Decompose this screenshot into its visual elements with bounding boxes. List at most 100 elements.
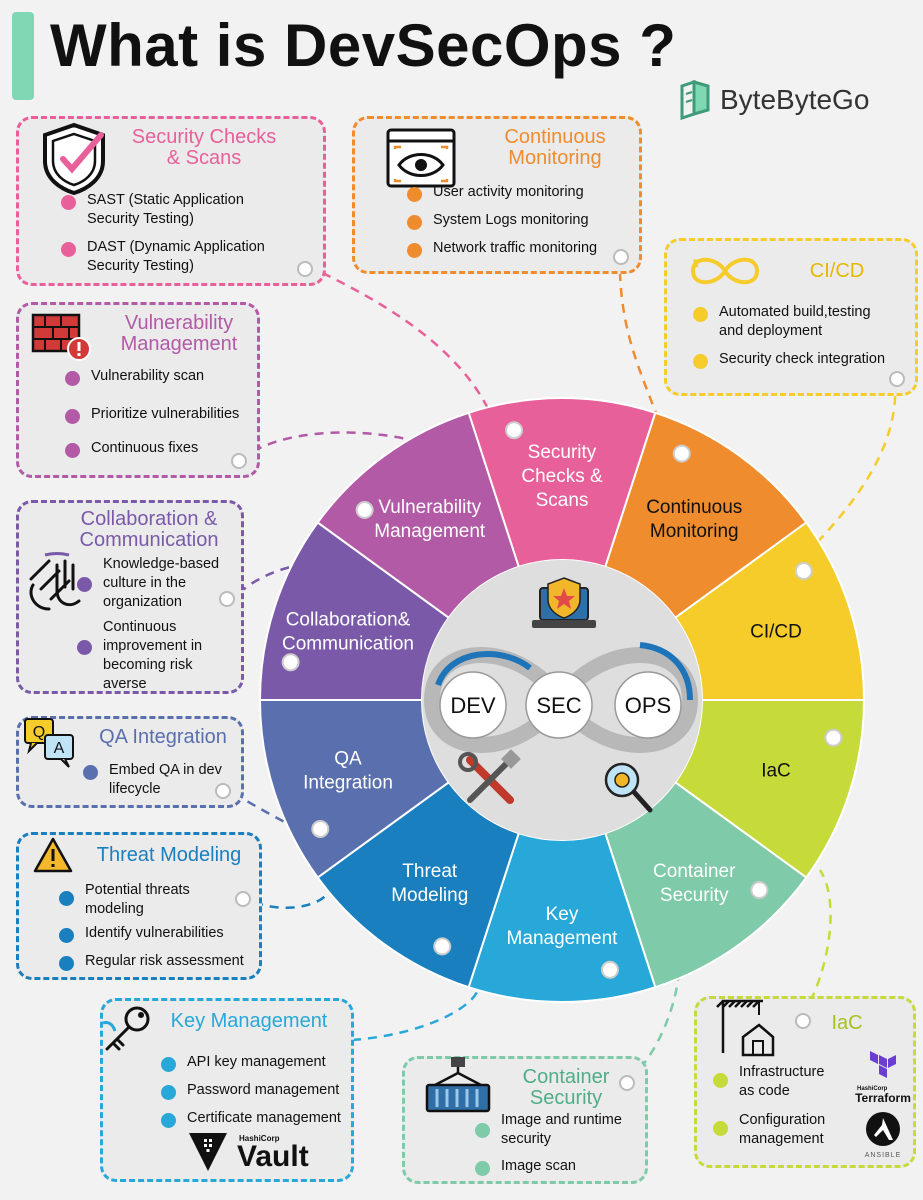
list-item-text: Vulnerability scan: [91, 368, 205, 384]
vault-triangle-icon: [189, 1133, 227, 1171]
iac-list: Infrastructure as code Configuration man…: [713, 1063, 843, 1149]
wheel-label-cicd: CI/CD: [750, 621, 802, 642]
list-item-text: User activity monitoring: [433, 184, 584, 200]
list-item: Network traffic monitoring: [407, 239, 637, 258]
threat-list: Potential threats modeling Identify vuln…: [59, 881, 244, 971]
laptop-shield-icon: [532, 577, 596, 628]
list-item-text: Knowledge-based culture in the organizat…: [103, 556, 220, 610]
list-item-text: SAST (Static Application Security Testin…: [87, 192, 244, 227]
bullet-dot: [59, 956, 74, 971]
list-item-text: Certificate management: [187, 1110, 341, 1126]
monitoring-list: User activity monitoring System Logs mon…: [407, 183, 637, 258]
connector-vuln: [239, 431, 441, 461]
security-checks-box: Security Checks & Scans SAST (Static App…: [16, 116, 326, 286]
center-ops: OPS: [614, 671, 682, 739]
bullet-dot: [407, 215, 422, 230]
bullet-dot: [77, 640, 92, 655]
wheel-label-line: Modeling: [391, 885, 468, 906]
list-item-text: DAST (Dynamic Application Security Testi…: [87, 239, 265, 274]
center-sec: SEC: [525, 671, 593, 739]
container-title-line1: Container: [522, 1066, 610, 1088]
wheel-label-line: Collaboration&: [286, 609, 411, 630]
connector-knob: [219, 591, 235, 607]
bullet-dot: [59, 891, 74, 906]
wheel-label-line: Security: [660, 885, 729, 906]
iac-title-line1: IaC: [831, 1012, 863, 1034]
cicd-box: CI/CD Automated build,testing and deploy…: [664, 238, 918, 396]
connector-knob: [619, 1075, 635, 1091]
list-item-text: Network traffic monitoring: [433, 240, 598, 256]
list-item: SAST (Static Application Security Testin…: [61, 191, 291, 229]
continuous-monitoring-box: Continuous Monitoring User activity moni…: [352, 116, 642, 274]
qa-list: Embed QA in dev lifecycle: [83, 761, 233, 799]
bullet-dot: [713, 1073, 728, 1088]
list-item-text: Infrastructure as code: [739, 1064, 825, 1099]
shield-check-icon: [43, 122, 105, 196]
brand-name: ByteByteGo: [720, 84, 870, 115]
container-crane-icon: [425, 1057, 491, 1113]
bullet-dot: [693, 354, 708, 369]
wheel-label-line: CI/CD: [750, 621, 802, 642]
wheel-knob-qa: [311, 819, 330, 838]
ansible-icon: [866, 1112, 900, 1146]
wheel-label-line: Management: [507, 928, 619, 949]
threat-modeling-box: Threat Modeling Potential threats modeli…: [16, 832, 262, 980]
vulnerability-title-line1: Vulnerability: [124, 312, 234, 334]
list-item-text: Continuous improvement in becoming risk …: [103, 619, 203, 692]
list-item: Knowledge-based culture in the organizat…: [77, 555, 237, 612]
list-item: Identify vulnerabilities: [59, 924, 229, 943]
bullet-dot: [161, 1085, 176, 1100]
list-item: Password management: [161, 1081, 351, 1100]
vault-wordmark: HashiCorp Vault: [237, 1134, 309, 1172]
keymgmt-title: Key Management: [159, 1011, 339, 1032]
list-item: Infrastructure as code: [713, 1063, 843, 1101]
list-item: Prioritize vulnerabilities: [65, 405, 255, 424]
connector-knob: [231, 453, 247, 469]
bullet-dot: [161, 1057, 176, 1072]
terraform-logo: HashiCorp Terraform: [855, 1049, 911, 1104]
wheel-label-iac: IaC: [761, 761, 791, 782]
terraform-company: HashiCorp: [857, 1086, 888, 1092]
gear-search-icon: [604, 762, 653, 813]
connector-knob: [795, 1013, 811, 1029]
monitoring-title-line1: Continuous: [504, 126, 606, 148]
list-item: Vulnerability scan: [65, 367, 255, 386]
wheel-label-line: Monitoring: [650, 521, 739, 542]
svg-text:Q: Q: [33, 724, 45, 741]
list-item-text: Password management: [187, 1082, 340, 1098]
bullet-dot: [475, 1161, 490, 1176]
bullet-dot: [61, 242, 76, 257]
wheel-knob-iac: [824, 728, 843, 747]
container-security-box: Container Security Image and runtime sec…: [402, 1056, 648, 1184]
security-title-line2: & Scans: [166, 147, 242, 169]
connector-qa: [233, 791, 324, 844]
connector-iac: [801, 869, 832, 1016]
center-dev-label: DEV: [450, 693, 496, 718]
list-item: DAST (Dynamic Application Security Testi…: [61, 238, 291, 276]
bullet-dot: [61, 195, 76, 210]
vulnerability-title-line2: Management: [120, 333, 238, 355]
keymgmt-title-line1: Key Management: [170, 1010, 328, 1032]
center-dev: DEV: [439, 671, 507, 739]
list-item-text: System Logs monitoring: [433, 212, 589, 228]
vulnerability-management-box: Vulnerability Management Vulnerability s…: [16, 302, 260, 478]
center-loop-accent-left: [435, 650, 532, 687]
wheel-label-line: QA: [334, 749, 362, 770]
bullet-dot: [713, 1121, 728, 1136]
bullet-dot: [475, 1123, 490, 1138]
wheel-knob-security: [505, 421, 524, 440]
wheel-knob-vuln: [355, 500, 374, 519]
wheel-label-line: Container: [653, 861, 736, 882]
bullet-dot: [693, 307, 708, 322]
list-item-text: Embed QA in dev lifecycle: [109, 762, 222, 797]
ansible-logo: ANSIBLE: [855, 1111, 911, 1159]
vulnerability-list: Vulnerability scan Prioritize vulnerabil…: [65, 367, 255, 458]
list-item-text: Potential threats modeling: [85, 882, 190, 917]
iac-box: IaC Infrastructure as code Configuration…: [694, 996, 916, 1168]
connector-knob: [613, 249, 629, 265]
